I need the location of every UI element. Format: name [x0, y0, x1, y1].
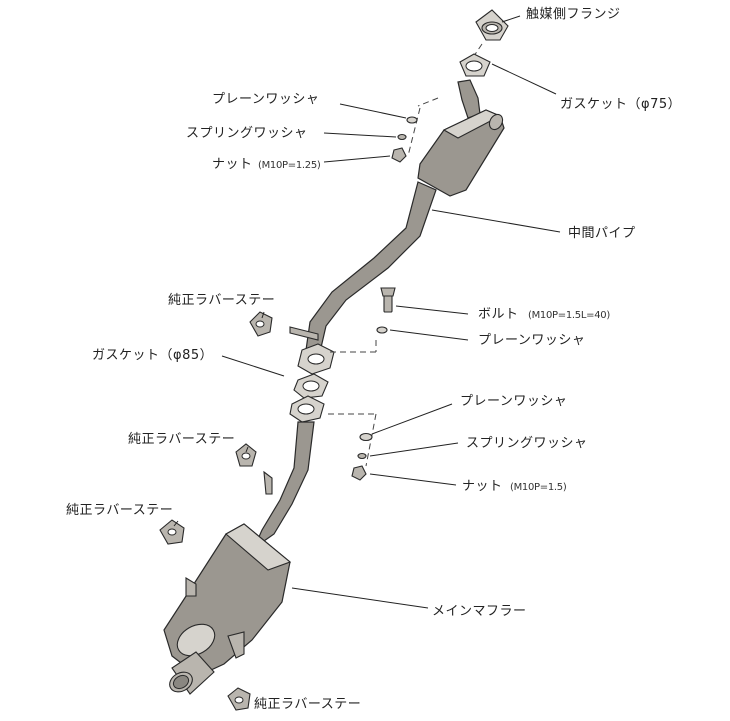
label-center-pipe: 中間パイプ: [568, 226, 636, 241]
label-rubber-stay-3: 純正ラバーステー: [66, 503, 173, 518]
label-nut-1-spec: (M10P=1.25): [258, 160, 321, 171]
label-gasket-85: ガスケット（φ85）: [92, 348, 213, 363]
lower-fasteners-drawing: [328, 413, 377, 481]
rear-pipe-drawing: [163, 395, 325, 695]
label-nut-3: ナット: [462, 479, 503, 494]
label-catalyst-flange: 触媒側フランジ: [526, 7, 621, 22]
label-main-muffler: メインマフラー: [432, 604, 527, 619]
label-plain-washer-2: プレーンワッシャ: [478, 333, 585, 348]
label-rubber-stay-4: 純正ラバーステー: [254, 697, 361, 712]
label-nut-1: ナット: [212, 157, 253, 172]
catalyst-flange-drawing: [473, 9, 509, 57]
rubber-stay-4-drawing: [227, 687, 251, 711]
upper-fasteners-drawing: [391, 97, 439, 163]
label-plain-washer-3: プレーンワッシャ: [460, 394, 567, 409]
rubber-stay-3-drawing: [159, 519, 185, 545]
labels: 触媒側フランジ ガスケット（φ75） プレーンワッシャ スプリングワッシャ ナッ…: [66, 7, 681, 712]
rubber-stay-1-drawing: [249, 311, 319, 341]
label-nut-3-spec: (M10P=1.5): [510, 482, 567, 493]
front-pipe-drawing: [297, 79, 505, 375]
label-bolt: ボルト: [478, 307, 519, 322]
rubber-stay-2-drawing: [235, 443, 257, 467]
label-spring-washer-3: スプリングワッシャ: [466, 436, 588, 451]
label-gasket-75: ガスケット（φ75）: [560, 97, 681, 112]
label-rubber-stay-1: 純正ラバーステー: [168, 293, 275, 308]
label-bolt-spec: (M10P=1.5L=40): [528, 310, 610, 321]
bolt-drawing: [330, 287, 396, 353]
gasket-75-drawing: [459, 53, 491, 77]
gasket-85-drawing: [293, 373, 329, 399]
label-rubber-stay-2: 純正ラバーステー: [128, 432, 235, 447]
leader-lines: [173, 15, 561, 609]
label-spring-washer-1: スプリングワッシャ: [186, 126, 308, 141]
label-plain-washer-1: プレーンワッシャ: [212, 92, 319, 107]
